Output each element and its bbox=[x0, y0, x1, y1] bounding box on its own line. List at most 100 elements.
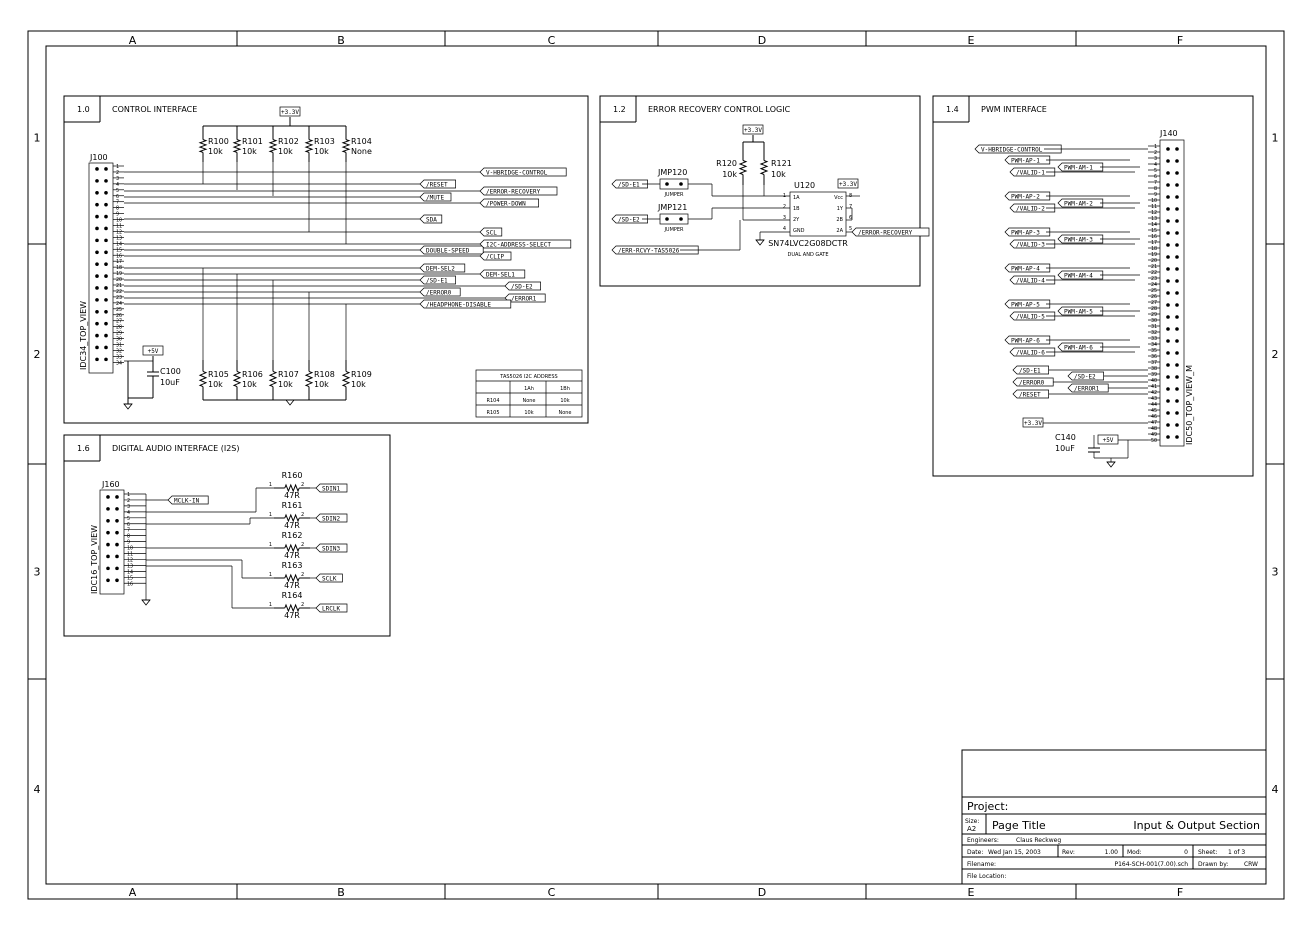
net-label: LRCLK bbox=[322, 606, 340, 613]
page-title: Page Title bbox=[992, 819, 1046, 832]
pin-number: 1 bbox=[127, 492, 130, 498]
pin-number: 30 bbox=[1151, 318, 1157, 324]
pin-number: 32 bbox=[1151, 330, 1157, 336]
ic-pin-name: 1A bbox=[793, 195, 800, 201]
jumper-label: JUMPER bbox=[663, 227, 684, 233]
pin-dot bbox=[1175, 255, 1179, 259]
sheet-value: 1 of 3 bbox=[1228, 849, 1245, 856]
net-label: /RESET bbox=[1019, 392, 1041, 399]
pin-dot bbox=[1175, 423, 1179, 427]
pin-dot bbox=[1166, 159, 1170, 163]
pin-number: 5 bbox=[127, 516, 130, 522]
pin-number: 21 bbox=[1151, 264, 1157, 270]
pin-dot bbox=[104, 262, 108, 266]
supply-label: +5V bbox=[142, 345, 164, 356]
pin-number: 28 bbox=[116, 325, 122, 331]
pin-number: 10 bbox=[116, 218, 122, 224]
pin-number: 44 bbox=[1151, 402, 1157, 408]
pin-dot bbox=[104, 345, 108, 350]
net-label: /SD-E1 bbox=[426, 278, 448, 285]
pin-dot bbox=[95, 190, 99, 195]
resistor-value: None bbox=[351, 147, 372, 156]
ground-triangle bbox=[141, 599, 151, 606]
pin-number: 1 bbox=[269, 572, 272, 578]
pin-dot bbox=[1175, 291, 1179, 295]
pin-dot bbox=[106, 507, 110, 511]
pin-number: 33 bbox=[1151, 336, 1157, 342]
engineers-value: Claus Reckweg bbox=[1016, 837, 1061, 844]
net-label: PWM-AP-2 bbox=[1011, 194, 1040, 201]
pin-number: 4 bbox=[127, 510, 130, 516]
net-label: /VALID-4 bbox=[1016, 278, 1045, 285]
net-label-box bbox=[1004, 227, 1051, 237]
jumper-ref: JMP120 bbox=[657, 168, 687, 177]
row-label: 1 bbox=[34, 132, 41, 145]
net-label: V-HBRIDGE-CONTROL bbox=[486, 170, 548, 177]
pin-dot bbox=[1175, 375, 1179, 379]
pin-number: 4 bbox=[1154, 162, 1157, 168]
pin-dot bbox=[104, 357, 108, 362]
jumper-ref: JMP121 bbox=[657, 203, 687, 212]
pin-number: 29 bbox=[1151, 312, 1157, 318]
pin-dot bbox=[95, 202, 99, 207]
pin-dot bbox=[1175, 363, 1179, 367]
pin-number: 11 bbox=[116, 224, 122, 230]
net-label-box bbox=[479, 251, 512, 261]
net-label: SDA bbox=[426, 217, 437, 224]
pin-number: 39 bbox=[1151, 372, 1157, 378]
pin-dot bbox=[95, 298, 99, 302]
net-label: /VALID-6 bbox=[1016, 350, 1045, 357]
pin-dot bbox=[665, 182, 669, 186]
drawn-label: Drawn by: bbox=[1198, 861, 1228, 868]
pin-number: 12 bbox=[1151, 210, 1157, 216]
pin-dot bbox=[1166, 195, 1170, 199]
pin-number: 16 bbox=[1151, 234, 1157, 240]
pin-dot bbox=[104, 309, 108, 314]
pin-number: 20 bbox=[116, 277, 122, 283]
net-label-box bbox=[1004, 155, 1051, 165]
pin-number: 41 bbox=[1151, 384, 1157, 390]
date-label: Date: bbox=[967, 849, 983, 856]
pin-dot bbox=[106, 518, 110, 523]
pin-dot bbox=[115, 578, 119, 583]
pin-number: 34 bbox=[116, 360, 122, 366]
pin-dot bbox=[115, 495, 119, 499]
pin-dot bbox=[104, 190, 108, 195]
resistor-zigzag bbox=[284, 513, 300, 523]
supply-box bbox=[837, 178, 859, 189]
pin-number: 13 bbox=[127, 563, 133, 569]
ic-pin-number: 5 bbox=[849, 226, 852, 232]
ground-triangle bbox=[755, 239, 765, 246]
pin-dot bbox=[95, 250, 99, 255]
resistor-value: 10k bbox=[771, 170, 786, 179]
ic-pin-number: 7 bbox=[849, 204, 852, 210]
net-label-box bbox=[419, 299, 512, 309]
net-label-box bbox=[419, 263, 466, 273]
pin-dot bbox=[1175, 399, 1179, 403]
pin-dot bbox=[95, 321, 99, 326]
net-label: PWM-AP-4 bbox=[1011, 266, 1040, 273]
connector-body bbox=[1159, 139, 1185, 447]
pin-number: 25 bbox=[1151, 288, 1157, 294]
resistor-ref: R108 bbox=[314, 370, 335, 379]
pin-dot bbox=[1166, 171, 1170, 175]
pin-number: 9 bbox=[127, 540, 130, 546]
pin-dot bbox=[1166, 219, 1170, 223]
pin-dot bbox=[106, 554, 110, 559]
pin-dot bbox=[106, 566, 110, 571]
pin-number: 14 bbox=[127, 569, 133, 575]
row-label: 2 bbox=[34, 348, 41, 361]
pin-dot bbox=[1166, 147, 1170, 151]
pin-dot bbox=[95, 274, 99, 278]
resistor-zigzag bbox=[232, 370, 242, 388]
net-label-box bbox=[479, 186, 558, 196]
pin-dot bbox=[1175, 351, 1179, 355]
pin-number: 43 bbox=[1151, 396, 1157, 402]
pin-number: 7 bbox=[1154, 180, 1157, 186]
pin-number: 6 bbox=[116, 194, 119, 200]
pin-dot bbox=[106, 495, 110, 499]
pin-dot bbox=[104, 321, 108, 326]
